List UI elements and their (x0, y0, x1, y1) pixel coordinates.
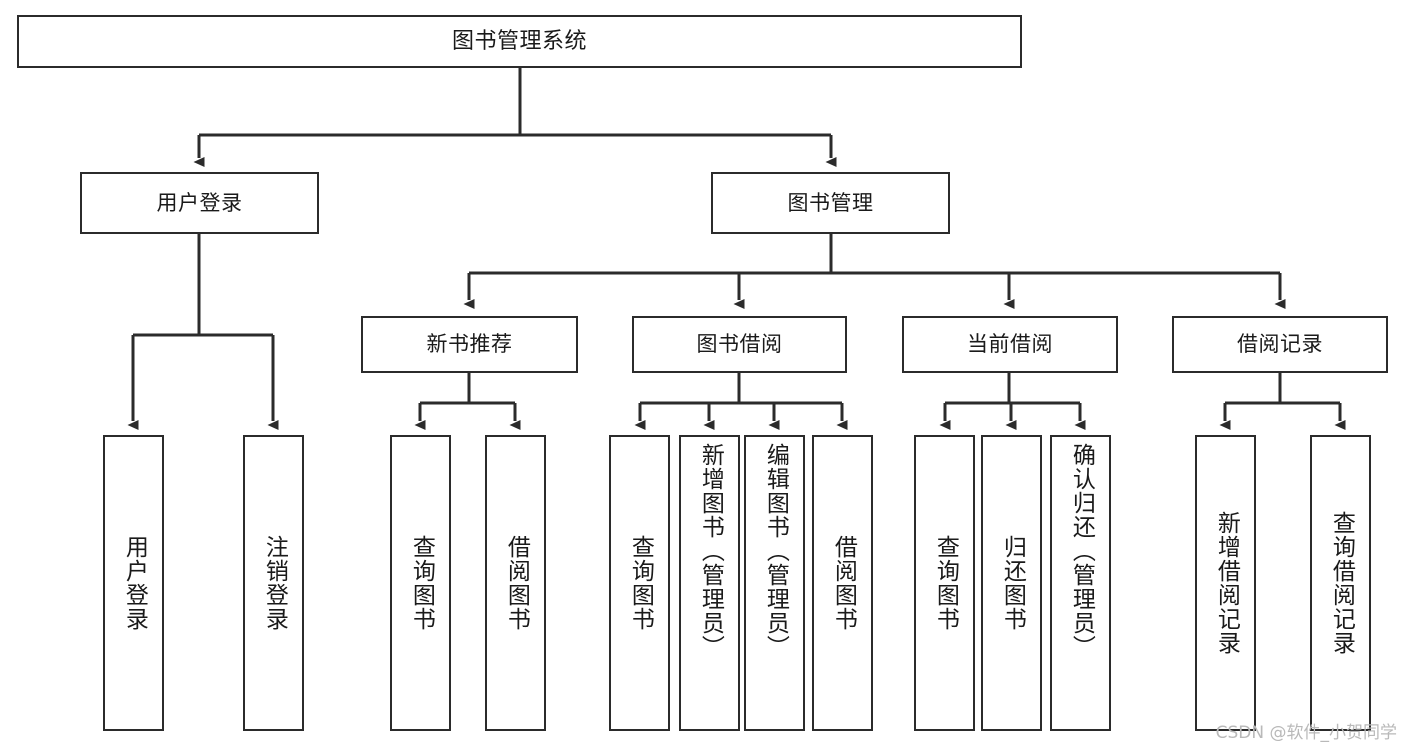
node-label: 新增借阅记录 (1213, 511, 1240, 655)
node-label: 查询借阅记录 (1328, 511, 1355, 655)
leaf-borrow-record-query-record[interactable]: 查询借阅记录 (1310, 435, 1371, 731)
node-label: 用户登录 (121, 535, 148, 631)
leaf-borrow-record-add-record[interactable]: 新增借阅记录 (1195, 435, 1256, 731)
node-book-borrow[interactable]: 图书借阅 (632, 316, 847, 373)
node-label: 归还图书 (999, 535, 1026, 631)
node-label: 借阅图书 (830, 535, 857, 631)
node-label: 图书管理 (787, 190, 874, 215)
node-borrow-record[interactable]: 借阅记录 (1172, 316, 1388, 373)
leaf-book-borrow-edit-book-admin[interactable]: 编辑图书（管理员） (744, 435, 805, 731)
leaf-new-book-borrow-book[interactable]: 借阅图书 (485, 435, 546, 731)
node-label: 注销登录 (261, 535, 288, 631)
node-new-book-recommendation[interactable]: 新书推荐 (361, 316, 578, 373)
node-label: 编辑图书（管理员） (762, 443, 789, 659)
node-label: 查询图书 (627, 535, 654, 631)
node-label: 新增图书（管理员） (697, 443, 724, 659)
node-book-management-system[interactable]: 图书管理系统 (17, 15, 1022, 68)
leaf-book-borrow-borrow-book[interactable]: 借阅图书 (812, 435, 873, 731)
leaf-user-login-login[interactable]: 用户登录 (103, 435, 164, 731)
node-label: 新书推荐 (426, 332, 513, 357)
node-label: 图书管理系统 (451, 28, 587, 54)
node-label: 用户登录 (156, 190, 243, 215)
leaf-current-borrow-return-book[interactable]: 归还图书 (981, 435, 1042, 731)
node-book-management[interactable]: 图书管理 (711, 172, 950, 234)
leaf-current-borrow-confirm-return-admin[interactable]: 确认归还（管理员） (1050, 435, 1111, 731)
leaf-current-borrow-query-book[interactable]: 查询图书 (914, 435, 975, 731)
node-label: 当前借阅 (967, 332, 1053, 357)
leaf-book-borrow-add-book-admin[interactable]: 新增图书（管理员） (679, 435, 740, 731)
node-label: 图书借阅 (696, 332, 783, 357)
leaf-new-book-query-book[interactable]: 查询图书 (390, 435, 451, 731)
node-current-borrow[interactable]: 当前借阅 (902, 316, 1118, 373)
leaf-book-borrow-query-book[interactable]: 查询图书 (609, 435, 670, 731)
node-label: 借阅图书 (503, 535, 530, 631)
node-user-login[interactable]: 用户登录 (80, 172, 319, 234)
node-label: 借阅记录 (1237, 332, 1323, 357)
node-label: 查询图书 (932, 535, 959, 631)
node-label: 查询图书 (408, 535, 435, 631)
csdn-watermark: CSDN @软件_小贺同学 (1215, 723, 1397, 743)
leaf-user-login-logout[interactable]: 注销登录 (243, 435, 304, 731)
node-label: 确认归还（管理员） (1068, 443, 1095, 659)
